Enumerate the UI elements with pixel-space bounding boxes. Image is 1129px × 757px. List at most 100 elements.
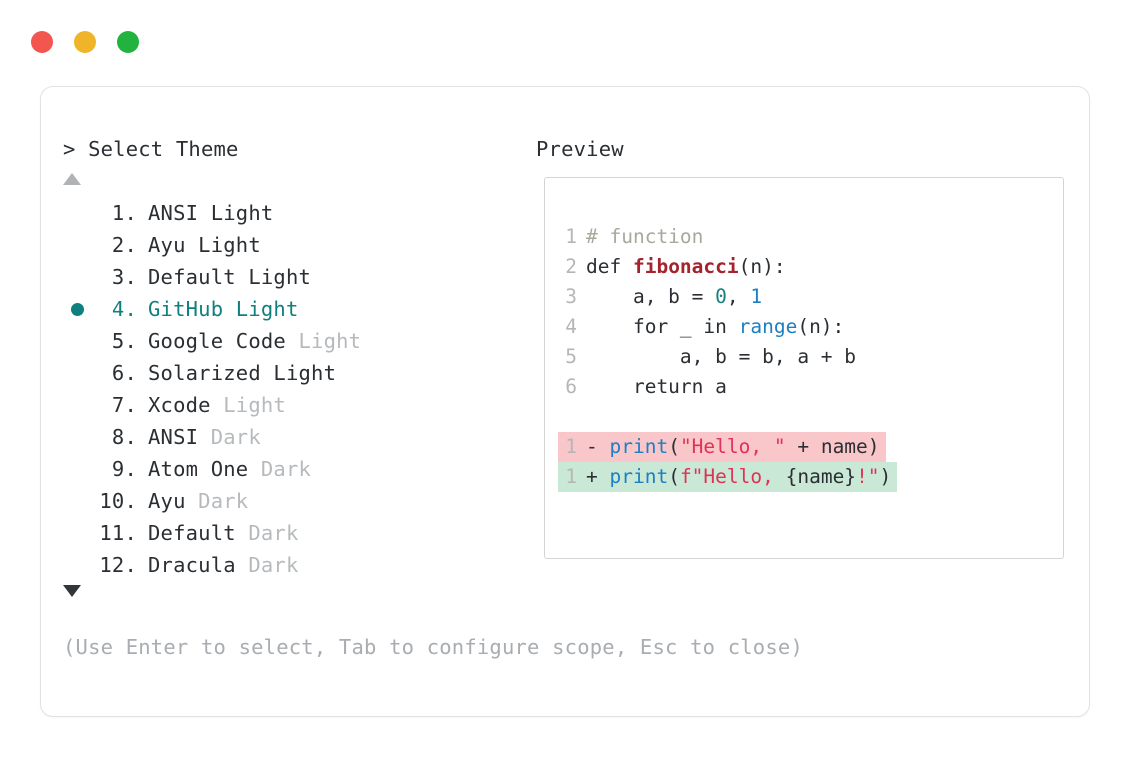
theme-item-name: Solarized [148, 361, 261, 385]
theme-item-variant: Dark [185, 489, 249, 513]
theme-item-name: Xcode [148, 393, 211, 417]
theme-item-index: 4. [111, 297, 137, 321]
selection-bullet-cell [63, 239, 91, 252]
theme-item-index: 12. [99, 553, 137, 577]
line-number: 1 [565, 465, 577, 488]
theme-list-item[interactable]: 5. Google Code Light [63, 325, 503, 357]
line-number: 4 [565, 315, 577, 338]
theme-item-name: Default [148, 521, 236, 545]
minimize-icon[interactable] [74, 31, 96, 53]
theme-item-index: 6. [111, 361, 137, 385]
code-text: a, b = 0, 1 [586, 282, 762, 312]
line-number: 6 [565, 375, 577, 398]
code-token: def [586, 255, 633, 278]
theme-item-name: Atom One [148, 457, 249, 481]
maximize-icon[interactable] [117, 31, 139, 53]
theme-item-index: 8. [111, 425, 137, 449]
scroll-up-icon[interactable] [63, 173, 81, 185]
theme-item-name: Dracula [148, 553, 236, 577]
code-token: print [609, 465, 669, 488]
close-icon[interactable] [31, 31, 53, 53]
theme-item-variant: Dark [198, 425, 261, 449]
code-token: + name) [785, 435, 880, 458]
code-line: 4 for _ in range(n): [558, 312, 1063, 342]
theme-item-name: Default [148, 265, 236, 289]
scroll-down-icon[interactable] [63, 585, 81, 597]
code-token: ( [668, 435, 680, 458]
selection-bullet-cell [63, 399, 91, 412]
theme-item-variant: Light [210, 393, 286, 417]
code-token: ( [668, 465, 680, 488]
code-token: range [738, 315, 798, 338]
theme-list-item[interactable]: 2. Ayu Light [63, 229, 503, 261]
select-theme-heading: > Select Theme [63, 137, 239, 161]
code-token: ) [879, 465, 892, 488]
code-token: # function [586, 225, 704, 248]
code-line: 6 return a [558, 372, 1063, 402]
theme-item-index: 3. [111, 265, 137, 289]
theme-item-variant: Dark [235, 521, 299, 545]
code-text: print("Hello, " + name) [609, 432, 879, 462]
code-gap [558, 402, 1063, 432]
code-token: print [609, 435, 669, 458]
code-line: 5 a, b = b, a + b [558, 342, 1063, 372]
theme-item-variant: Light [235, 265, 312, 289]
theme-item-index: 1. [111, 201, 137, 225]
theme-item-index: 2. [111, 233, 137, 257]
theme-item-variant: Light [223, 297, 299, 321]
code-token: a, b = [586, 285, 716, 308]
selection-bullet-cell [63, 527, 91, 540]
theme-item-name: Ayu [148, 233, 186, 257]
theme-list-item[interactable]: 12. Dracula Dark [63, 549, 503, 581]
theme-item-variant: Dark [235, 553, 299, 577]
code-token: , [726, 285, 751, 308]
selection-bullet-cell [63, 207, 91, 220]
code-token: return a [586, 375, 727, 398]
theme-item-variant: Light [285, 329, 362, 353]
code-text: a, b = b, a + b [586, 342, 856, 372]
theme-item-index: 10. [99, 489, 137, 513]
theme-list-item[interactable]: 8. ANSI Dark [63, 421, 503, 453]
selection-bullet-cell [63, 463, 91, 476]
code-line: 3 a, b = 0, 1 [558, 282, 1063, 312]
theme-list-item[interactable]: 3. Default Light [63, 261, 503, 293]
code-text: print(f"Hello, {name}!") [609, 462, 891, 492]
theme-list-item[interactable]: 11.Default Dark [63, 517, 503, 549]
theme-list-item[interactable]: 4.GitHub Light [63, 293, 503, 325]
code-text: # function [586, 222, 703, 252]
theme-item-name: ANSI [148, 425, 199, 449]
code-token: f"Hello, [679, 465, 786, 488]
selection-bullet-cell [63, 495, 91, 508]
code-line: 2 def fibonacci(n): [558, 252, 1063, 282]
preview-heading: Preview [536, 137, 624, 161]
code-text: def fibonacci(n): [586, 252, 786, 282]
selected-bullet-icon [70, 302, 84, 316]
theme-item-name: Google Code [148, 329, 286, 353]
line-number: 5 [565, 345, 577, 368]
theme-list-item[interactable]: 6. Solarized Light [63, 357, 503, 389]
theme-list-item[interactable]: 7.Xcode Light [63, 389, 503, 421]
theme-list-item[interactable]: 10. Ayu Dark [63, 485, 503, 517]
selection-bullet-cell [63, 271, 91, 284]
code-token: {name} [785, 465, 857, 488]
theme-item-variant: Dark [248, 457, 312, 481]
selection-bullet-cell [63, 335, 91, 348]
theme-item-name: Ayu [148, 489, 186, 513]
theme-item-index: 5. [111, 329, 137, 353]
line-number: 1 [565, 435, 577, 458]
theme-list-item[interactable]: 9.Atom One Dark [63, 453, 503, 485]
code-token: for _ in [586, 315, 739, 338]
theme-item-variant: Light [260, 361, 337, 385]
code-token: fibonacci [632, 255, 739, 278]
theme-item-variant: Light [185, 233, 261, 257]
line-number: 2 [565, 255, 577, 278]
code-line: 1# function [558, 222, 1063, 252]
code-token: a, b = b, a + b [586, 345, 857, 368]
theme-list-item[interactable]: 1.ANSI Light [63, 197, 503, 229]
diff-sign: + [586, 465, 610, 488]
line-number: 3 [565, 285, 577, 308]
